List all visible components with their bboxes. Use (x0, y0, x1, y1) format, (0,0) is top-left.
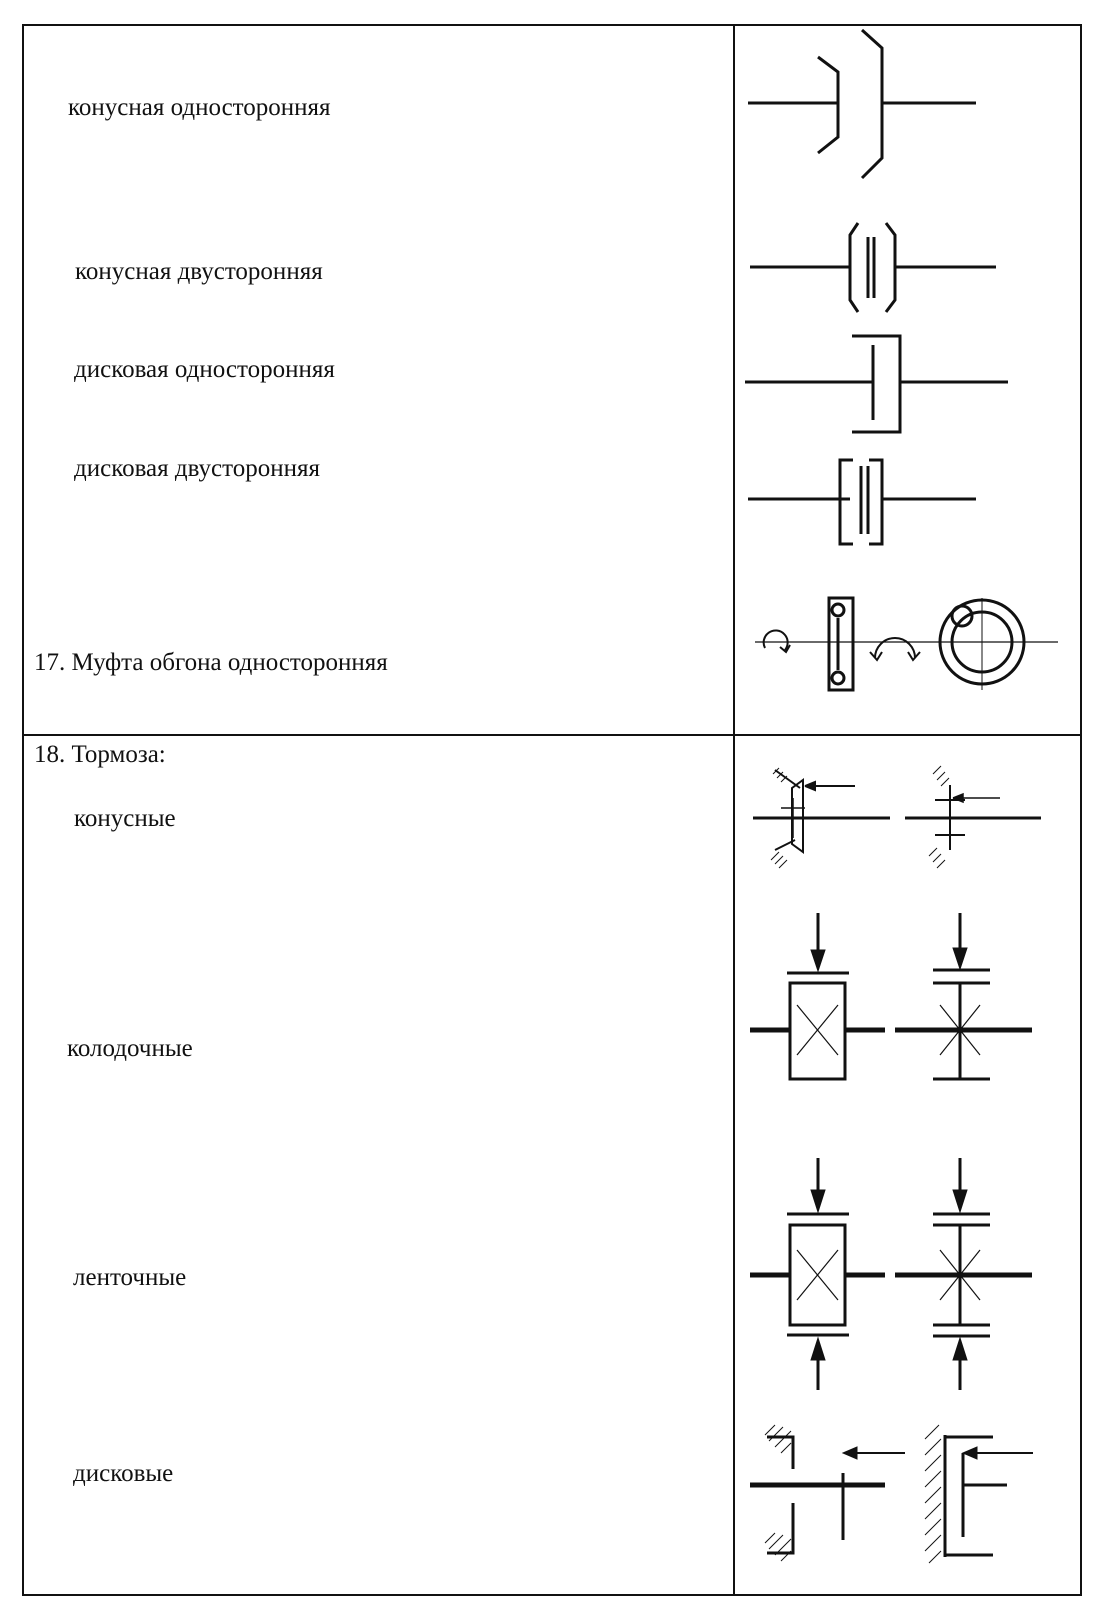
overrun-clutch-symbol (755, 596, 1058, 692)
label-brakes-disc: дисковые (73, 1460, 174, 1487)
label-disc-one-sided: дисковая односторонняя (74, 356, 335, 383)
conical-brakes-symbol (753, 765, 1041, 869)
disc-one-sided-symbol (745, 334, 1008, 434)
label-brakes-conical: конусные (74, 805, 176, 832)
table-frame (22, 24, 1082, 1596)
label-brakes-shoe: колодочные (67, 1035, 193, 1062)
cone-two-sided-symbol (750, 222, 996, 313)
label-disc-two-sided: дисковая двусторонняя (74, 455, 321, 482)
column-divider (733, 24, 735, 1596)
cone-one-sided-symbol (748, 28, 976, 180)
label-overrun-clutch: 17. Муфта обгона односторонняя (34, 649, 388, 676)
disc-brakes-symbol (750, 1424, 1033, 1564)
row-divider (22, 734, 1082, 736)
label-brakes-header: 18. Тормоза: (34, 741, 166, 768)
shoe-brakes-symbol (750, 913, 1032, 1081)
label-cone-one-sided: конусная односторонняя (68, 94, 331, 121)
band-brakes-symbol (750, 1158, 1032, 1390)
label-brakes-band: ленточные (73, 1264, 187, 1291)
label-cone-two-sided: конусная двусторонняя (75, 258, 323, 285)
disc-two-sided-symbol (748, 458, 976, 546)
